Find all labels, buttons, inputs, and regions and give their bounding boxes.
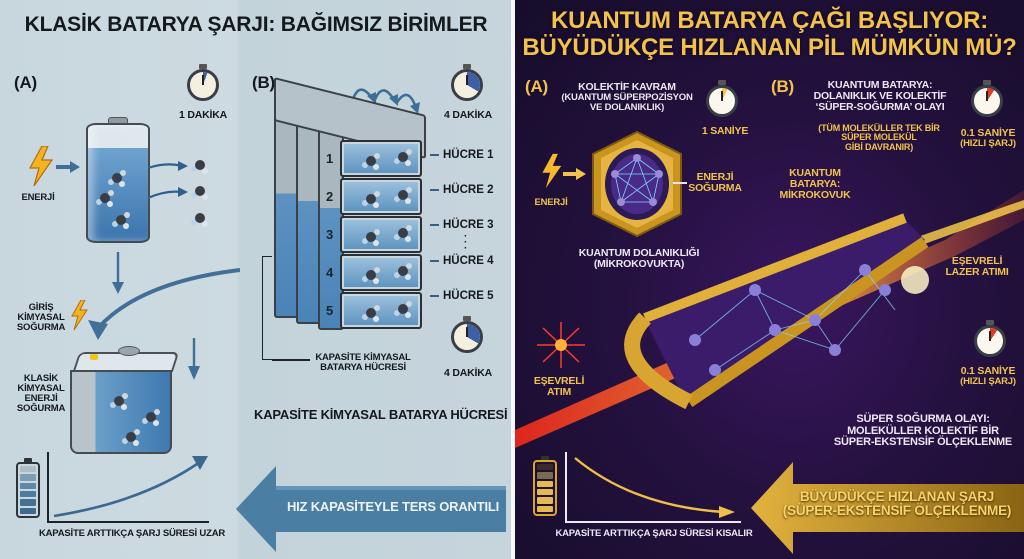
lightning-small-icon — [71, 300, 88, 330]
q-graph-y-axis — [565, 452, 567, 522]
arrow-down-icon-2 — [188, 338, 200, 380]
q-energy-label: ENERJİ — [534, 197, 568, 208]
quantum-microcavity-cylinder — [624, 213, 929, 410]
battery-level-icon — [16, 458, 40, 518]
q-section-a-label: (A) — [525, 77, 548, 96]
microcavity-label: KUANTUM BATARYA: MİKROKOVUK — [779, 167, 851, 202]
energy-label: ENERJİ — [21, 192, 55, 203]
box-battery — [70, 346, 180, 456]
stopwatch-icon-q-a — [705, 80, 739, 118]
q-arrow-banner-shape — [751, 462, 1024, 554]
stack-caption: KAPASİTE KİMYASAL BATARYA HÜCRESİ — [315, 352, 411, 373]
classic-panel-title: KLASİK BATARYA ŞARJI: BAĞIMSIZ BİRİMLER — [24, 13, 488, 36]
graph-x-axis — [47, 521, 209, 523]
timer-0-1-second-top: 0.1 SANİYE (HIZLI ŞARJ) — [960, 127, 1016, 150]
cell-4: 4 — [326, 254, 422, 291]
arrow-banner-text: HIZ KAPASİTEYLE TERS ORANTILI — [286, 499, 500, 514]
quantum-panel-title: KUANTUM BATARYA ÇAĞI BAŞLIYOR: BÜYÜDÜKÇE… — [522, 7, 1017, 61]
section-b-label: (B) — [252, 73, 275, 92]
laser-pulse-starburst-icon — [537, 322, 585, 368]
section-b-caption: KAPASİTE KİMYASAL BATARYA HÜCRESİ — [254, 407, 508, 422]
superabsorption-label: SÜPER SOĞURMA OLAYI: MOLEKÜLLER KOLEKTİF… — [833, 413, 1013, 449]
classic-battery-panel: KLASİK BATARYA ŞARJI: BAĞIMSIZ BİRİMLER … — [0, 0, 512, 559]
molecule-emission-arrows — [148, 161, 188, 200]
q-arrow-banner-text: BÜYÜDÜKÇE HIZLANAN ŞARJ (SÜPER-EKSTENSİF… — [782, 489, 1012, 519]
panel-divider — [511, 0, 515, 559]
cell-1: 1 — [326, 140, 422, 177]
graph-y-axis — [47, 452, 49, 522]
stopwatch-icon-q-b-bottom — [973, 320, 1007, 358]
timer-1-second: 1 SANİYE — [701, 125, 749, 137]
entanglement-label: KUANTUM DOLANIKLIĞI (MİKROKOVUKTA) — [578, 247, 700, 271]
coherent-laser-label: EŞEVRELİ LAZER ATIMI — [945, 255, 1009, 279]
quantum-battery-panel: KUANTUM BATARYA ÇAĞI BAŞLIYOR: BÜYÜDÜKÇE… — [515, 0, 1024, 559]
timer-4-minutes-top: 4 DAKİKA — [444, 109, 492, 121]
super-molecule-note: (TÜM MOLEKÜLLER TEK BİR SÜPER MOLEKÜL Gİ… — [818, 123, 940, 152]
cell-label-4: HÜCRE 4 — [430, 255, 493, 267]
timer-1-minute: 1 DAKİKA — [179, 109, 227, 121]
cylinder-battery — [86, 117, 150, 245]
input-absorption-label: GİRİŞ KİMYASAL SOĞURMA — [16, 302, 66, 333]
quantum-battery-heading: KUANTUM BATARYA: DOLANIKLIK VE KOLEKTİF … — [813, 79, 947, 114]
microcavity-hexagon — [592, 130, 682, 238]
classic-absorption-label: KLASİK KİMYASAL ENERJİ SOĞURMA — [16, 373, 66, 414]
cell-3: 3 — [326, 216, 422, 253]
q-battery-level-icon — [533, 456, 557, 516]
cell-2: 2 — [326, 178, 422, 215]
rising-curve-arrow — [53, 456, 208, 518]
q-section-b-label: (B) — [771, 77, 794, 96]
stack-bracket — [262, 256, 272, 360]
timer-4-minutes-bottom: 4 DAKİKA — [444, 367, 492, 379]
cell-label-3: HÜCRE 3 — [430, 219, 493, 231]
arrow-down-icon — [112, 252, 124, 294]
timer-0-1-second-bottom: 0.1 SANİYE (HIZLI ŞARJ) — [960, 365, 1016, 388]
section-a-label: (A) — [14, 73, 37, 92]
lightning-icon — [28, 146, 54, 186]
q-graph-x-axis — [565, 521, 741, 523]
stopwatch-icon-b-bottom — [450, 316, 484, 354]
stopwatch-icon — [186, 64, 220, 102]
q-graph-caption: KAPASİTE ARTTIKÇA ŞARJ SÜRESİ KISALIR — [555, 528, 753, 539]
arrow-right-icon — [56, 161, 80, 173]
collective-concept-heading: KOLEKTİF KAVRAM (KUANTUM SÜPERPOZİSYON V… — [561, 81, 693, 113]
coherent-pulse-label: EŞEVRELİ ATIM — [533, 375, 585, 399]
q-arrow-right-icon — [563, 168, 586, 180]
cell-label-1: HÜCRE 1 — [430, 149, 493, 161]
cell-5: 5 — [326, 292, 422, 329]
graph-caption: KAPASİTE ARTTIKÇA ŞARJ SÜRESİ UZAR — [38, 528, 226, 539]
falling-curve-arrow — [574, 457, 735, 518]
arrow-banner-shape — [236, 466, 506, 552]
stopwatch-icon-b-top — [450, 64, 484, 102]
cell-label-5: HÜCRE 5 — [430, 290, 493, 302]
energy-absorption-label: ENERJİ SOĞURMA — [688, 171, 742, 195]
ellipsis-dots: ··· — [464, 231, 468, 254]
cell-label-2: HÜCRE 2 — [430, 184, 493, 196]
curved-arrow-icon — [88, 268, 240, 340]
stopwatch-icon-q-b-top — [970, 80, 1004, 118]
q-lightning-icon — [542, 153, 562, 189]
